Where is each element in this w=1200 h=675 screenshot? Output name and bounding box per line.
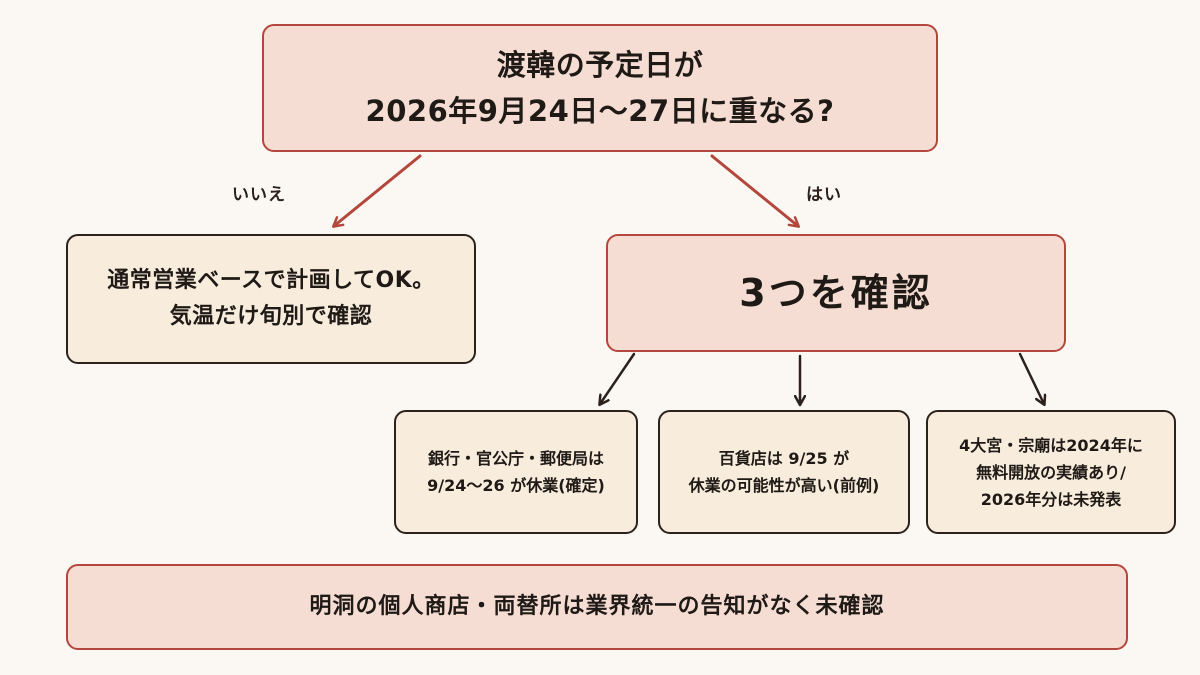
bottom-note-text: 明洞の個人商店・両替所は業界統一の告知がなく未確認 xyxy=(309,594,885,619)
question-box: 渡韓の予定日が 2026年9月24日〜27日に重なる? xyxy=(262,24,938,152)
check-item-palaces: 4大宮・宗廟は2024年に 無料開放の実績あり/ 2026年分は未発表 xyxy=(926,410,1176,534)
bottom-note-box: 明洞の個人商店・両替所は業界統一の告知がなく未確認 xyxy=(66,564,1128,650)
yes-result-text: 3つを確認 xyxy=(739,271,933,315)
no-result-box: 通常営業ベースで計画してOK。 気温だけ旬別で確認 xyxy=(66,234,476,364)
branch-label-no: いいえ xyxy=(232,185,286,205)
question-text: 渡韓の予定日が 2026年9月24日〜27日に重なる? xyxy=(365,48,835,128)
check-item-text: 銀行・官公庁・郵便局は 9/24〜26 が休業(確定) xyxy=(427,449,605,495)
check-item-text: 4大宮・宗廟は2024年に 無料開放の実績あり/ 2026年分は未発表 xyxy=(959,435,1143,509)
check-item-department-stores: 百貨店は 9/25 が 休業の可能性が高い(前例) xyxy=(658,410,910,534)
check-item-banks: 銀行・官公庁・郵便局は 9/24〜26 が休業(確定) xyxy=(394,410,638,534)
arrow-to-check-1 xyxy=(600,352,636,404)
arrow-to-check-3 xyxy=(1018,352,1044,404)
arrow-to-yes xyxy=(710,154,798,226)
yes-result-box: 3つを確認 xyxy=(606,234,1066,352)
branch-label-yes: はい xyxy=(806,185,842,205)
check-item-text: 百貨店は 9/25 が 休業の可能性が高い(前例) xyxy=(688,449,880,495)
arrow-to-no xyxy=(334,154,422,226)
no-result-text: 通常営業ベースで計画してOK。 気温だけ旬別で確認 xyxy=(107,268,435,329)
